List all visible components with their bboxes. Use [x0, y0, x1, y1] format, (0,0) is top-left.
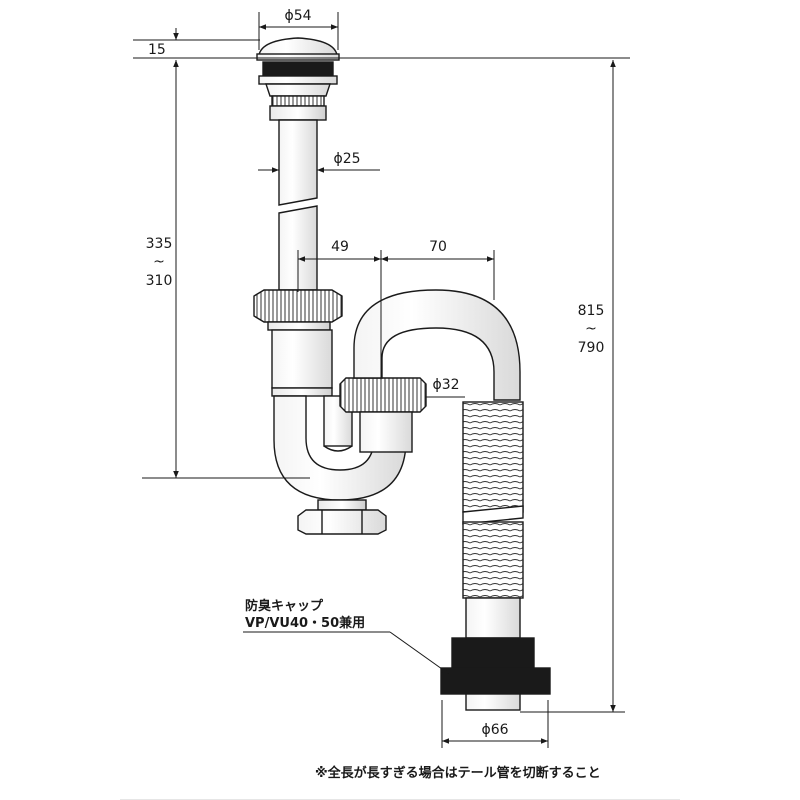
tail-length-max-label: 335 — [146, 236, 173, 252]
total-length-min-label: 790 — [578, 340, 605, 356]
dimension-lines — [120, 12, 680, 800]
total-length-tilde-label: ~ — [585, 321, 597, 337]
callout-line2: VP/VU40・50兼用 — [245, 615, 365, 631]
tail-length-min-label: 310 — [146, 273, 173, 289]
tail-diameter-label: ϕ25 — [333, 151, 360, 167]
tail-length-tilde-label: ~ — [153, 254, 165, 270]
upper-nut — [253, 289, 343, 331]
outlet-diameter-label: ϕ32 — [432, 377, 459, 393]
tail-pipe — [278, 119, 318, 291]
flex-hose — [462, 401, 524, 639]
outlet-nut — [339, 377, 427, 453]
odor-trap-cap — [440, 637, 551, 711]
drain-cap — [256, 37, 340, 121]
s-arch — [353, 289, 521, 401]
offset-b-label: 70 — [429, 239, 447, 255]
adapter-diameter-label: ϕ66 — [481, 722, 508, 738]
callout-line1: 防臭キャップ — [245, 598, 324, 614]
offset-a-label: 49 — [331, 239, 349, 255]
trap-inlet — [271, 329, 333, 397]
pipe-assembly — [253, 37, 551, 711]
callout-labels: 防臭キャップ VP/VU40・50兼用 ※全長が長すぎる場合はテール管を切断する… — [245, 598, 601, 781]
dimension-labels: ϕ54 15 ϕ25 335 ~ 310 49 70 ϕ32 815 ~ 790… — [146, 8, 605, 738]
footnote-text: ※全長が長すぎる場合はテール管を切断すること — [315, 765, 601, 781]
cap-height-label: 15 — [148, 42, 166, 58]
total-length-max-label: 815 — [578, 303, 605, 319]
cap-diameter-label: ϕ54 — [284, 8, 311, 24]
cleanout-nut — [297, 499, 387, 535]
